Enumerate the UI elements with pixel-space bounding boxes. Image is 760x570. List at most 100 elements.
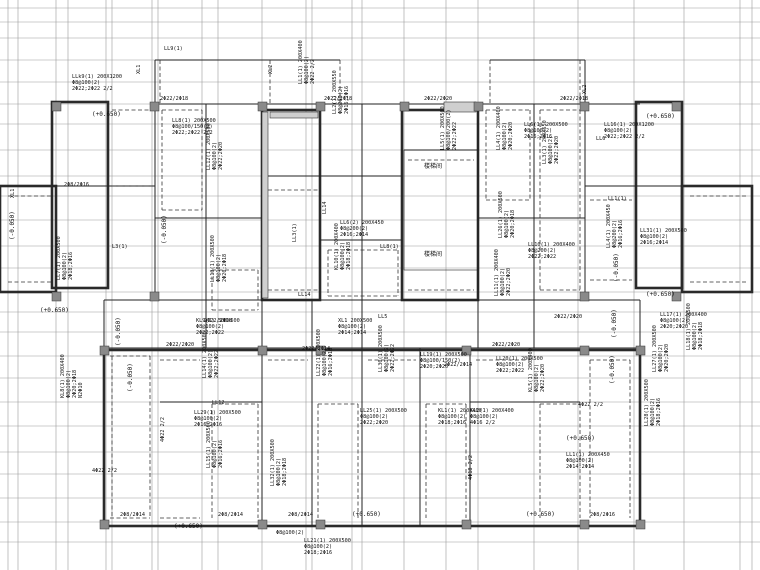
beam-label-line: 2Φ16;2Φ16 [328, 348, 334, 376]
wall-outline [0, 184, 58, 294]
beam-label-line: LL8(1) [380, 244, 399, 250]
beam-label-line: 2Φ22;2Φ22 [214, 350, 220, 378]
column [315, 345, 326, 356]
beam-label-line: Φ8@100(2) [304, 544, 332, 550]
elevation-mark: (-0.050) [115, 317, 122, 346]
beam-label-line: Φ8@100(2) [604, 128, 632, 134]
beam-label-line: 2Φ20;2Φ18 [72, 370, 78, 398]
beam-label-line: LL4(1) 200X400 [496, 106, 502, 150]
beam-label-line: Φ8@100(2) [340, 242, 346, 270]
beam-label-line: Φ8@100(2) [62, 252, 68, 280]
beam-label-line: Φ8@100(2) [502, 122, 508, 150]
column [671, 291, 682, 302]
beam-label-line: Φ8@100(2) [212, 440, 218, 468]
beam-label-line: KL1(1) 200X400 [438, 408, 482, 414]
beam-label-line: Φ8@100(2) [216, 254, 222, 282]
column [99, 519, 110, 530]
beam-label-line: LL7(1) 200X500 [56, 236, 62, 280]
beam-label-line: 2Φ18;2Φ18 [346, 242, 352, 270]
beam-label-line: 2Φ22;2Φ22 2/2 [604, 134, 645, 140]
beam-label-line: 2Φ18;2Φ16 [304, 550, 332, 556]
beam-label-line: LL8(1) 200X500 [172, 118, 216, 124]
beam-annotations: LL9(1)LLk9(1) 200X1200Φ8@100(2)2Φ22;2Φ22… [56, 40, 707, 556]
beam-label-line: 4Φ16 2/2 [470, 420, 495, 426]
beam-label-line: Φ8@100(2) [566, 458, 594, 464]
column [257, 519, 268, 530]
elevation-mark: (+0.650) [566, 435, 595, 442]
elevation-mark: (+0.650) [174, 523, 203, 530]
column [579, 345, 590, 356]
beam-label-line: KL8(1) 200X400 [60, 354, 66, 398]
reinforcement-note: XL1 [136, 65, 142, 74]
beam-label-line: 2Φ18;2Φ16 [438, 420, 466, 426]
beam-label-line: 2Φ22 2/2 [310, 59, 316, 84]
beam-label-line: LL6(2) 200X450 [340, 220, 384, 226]
elevation-mark: (-0.050) [609, 355, 616, 384]
beam-label-line: 2Φ22;2Φ22 [196, 330, 224, 336]
beam-label-line: Φ8@100(2) [438, 414, 466, 420]
beam-label-line: 2Φ22;2Φ22 [496, 368, 524, 374]
column [149, 101, 160, 112]
reinforcement-note: 2Φ22/2Φ18 [204, 318, 232, 324]
beam-label-line: 2Φ18;2Φ16 [656, 398, 662, 426]
beam-label-line: LL13(1) 200X500 [210, 235, 216, 282]
beam-label-line: Φ8@100(2) [276, 458, 282, 486]
shear-walls [0, 100, 754, 528]
beam-label-line: 2Φ20;2Φ18 [510, 210, 516, 238]
column [51, 101, 62, 112]
reinforcement-note: 2Φ22/2Φ18 [324, 96, 352, 102]
beam-label-line: LL32(1) 200X500 [270, 439, 276, 486]
beam-label-line: LL19(1) 200X500 [420, 352, 467, 358]
beam-label-line: 2Φ16;2Φ16 [218, 440, 224, 468]
beam-label-line: 2Φ20;2Φ18 [222, 254, 228, 282]
beam-label-line: Φ8@100(2) [660, 318, 688, 324]
beam-label-line: Φ8@100(2) [304, 56, 310, 84]
beam-label-line: Φ8@200(2) [612, 220, 618, 248]
reinforcement-note: 2Φ8/2Φ16 [590, 512, 615, 518]
beam-label-line: Φ8@100(2) [548, 136, 554, 164]
beam-label-line: LL30(1) 200X500 [378, 325, 384, 372]
column [635, 519, 646, 530]
beam-label-line: LL22(1) 200X500 [316, 329, 322, 376]
beam-label-line: Φ8@200(2) [340, 226, 368, 232]
beam-label-line: LL14(1) 200X500 [202, 331, 208, 378]
beam-label-line: LL1(1) 200X400 [298, 40, 304, 84]
beam-label-line: Φ8@200(2) [338, 86, 344, 114]
beam-label-line: XL1 200X500 [338, 318, 372, 324]
beam-label-line: Φ8@100(2) [496, 362, 524, 368]
columns [51, 101, 682, 530]
column [315, 101, 326, 112]
column [579, 101, 590, 112]
elevation-mark: (-0.050) [611, 309, 618, 338]
beam-label-line: Φ8@100(2) [500, 268, 506, 296]
beam-label-line: Φ8@100(2) [384, 344, 390, 372]
beam-label-line: Φ8@100(2) [322, 348, 328, 376]
beam-label-line: 2Φ22;2Φ22 2/2 [172, 130, 213, 136]
beam-label-line: KL10(1) 200X400 [334, 223, 340, 270]
reinforcement-note: LL12 [212, 400, 225, 406]
beam-label-line: LL20(1) 200X500 [496, 356, 543, 362]
column [315, 519, 326, 530]
elevation-mark: (-0.050) [613, 253, 620, 282]
beam-label-line: 2Φ14;2Φ14 [566, 464, 594, 470]
wall-outline [634, 100, 684, 290]
reinforcement-note: 2Φ8/2Φ16 [64, 182, 89, 188]
reinforcement-note: 2Φ22/2Φ18 [560, 96, 588, 102]
reinforcement-note: 2Φ22/2Φ20 [424, 96, 452, 102]
beam-label-line: 2Φ22;2Φ22 [528, 254, 556, 260]
elevation-mark: (+0.650) [646, 113, 675, 120]
